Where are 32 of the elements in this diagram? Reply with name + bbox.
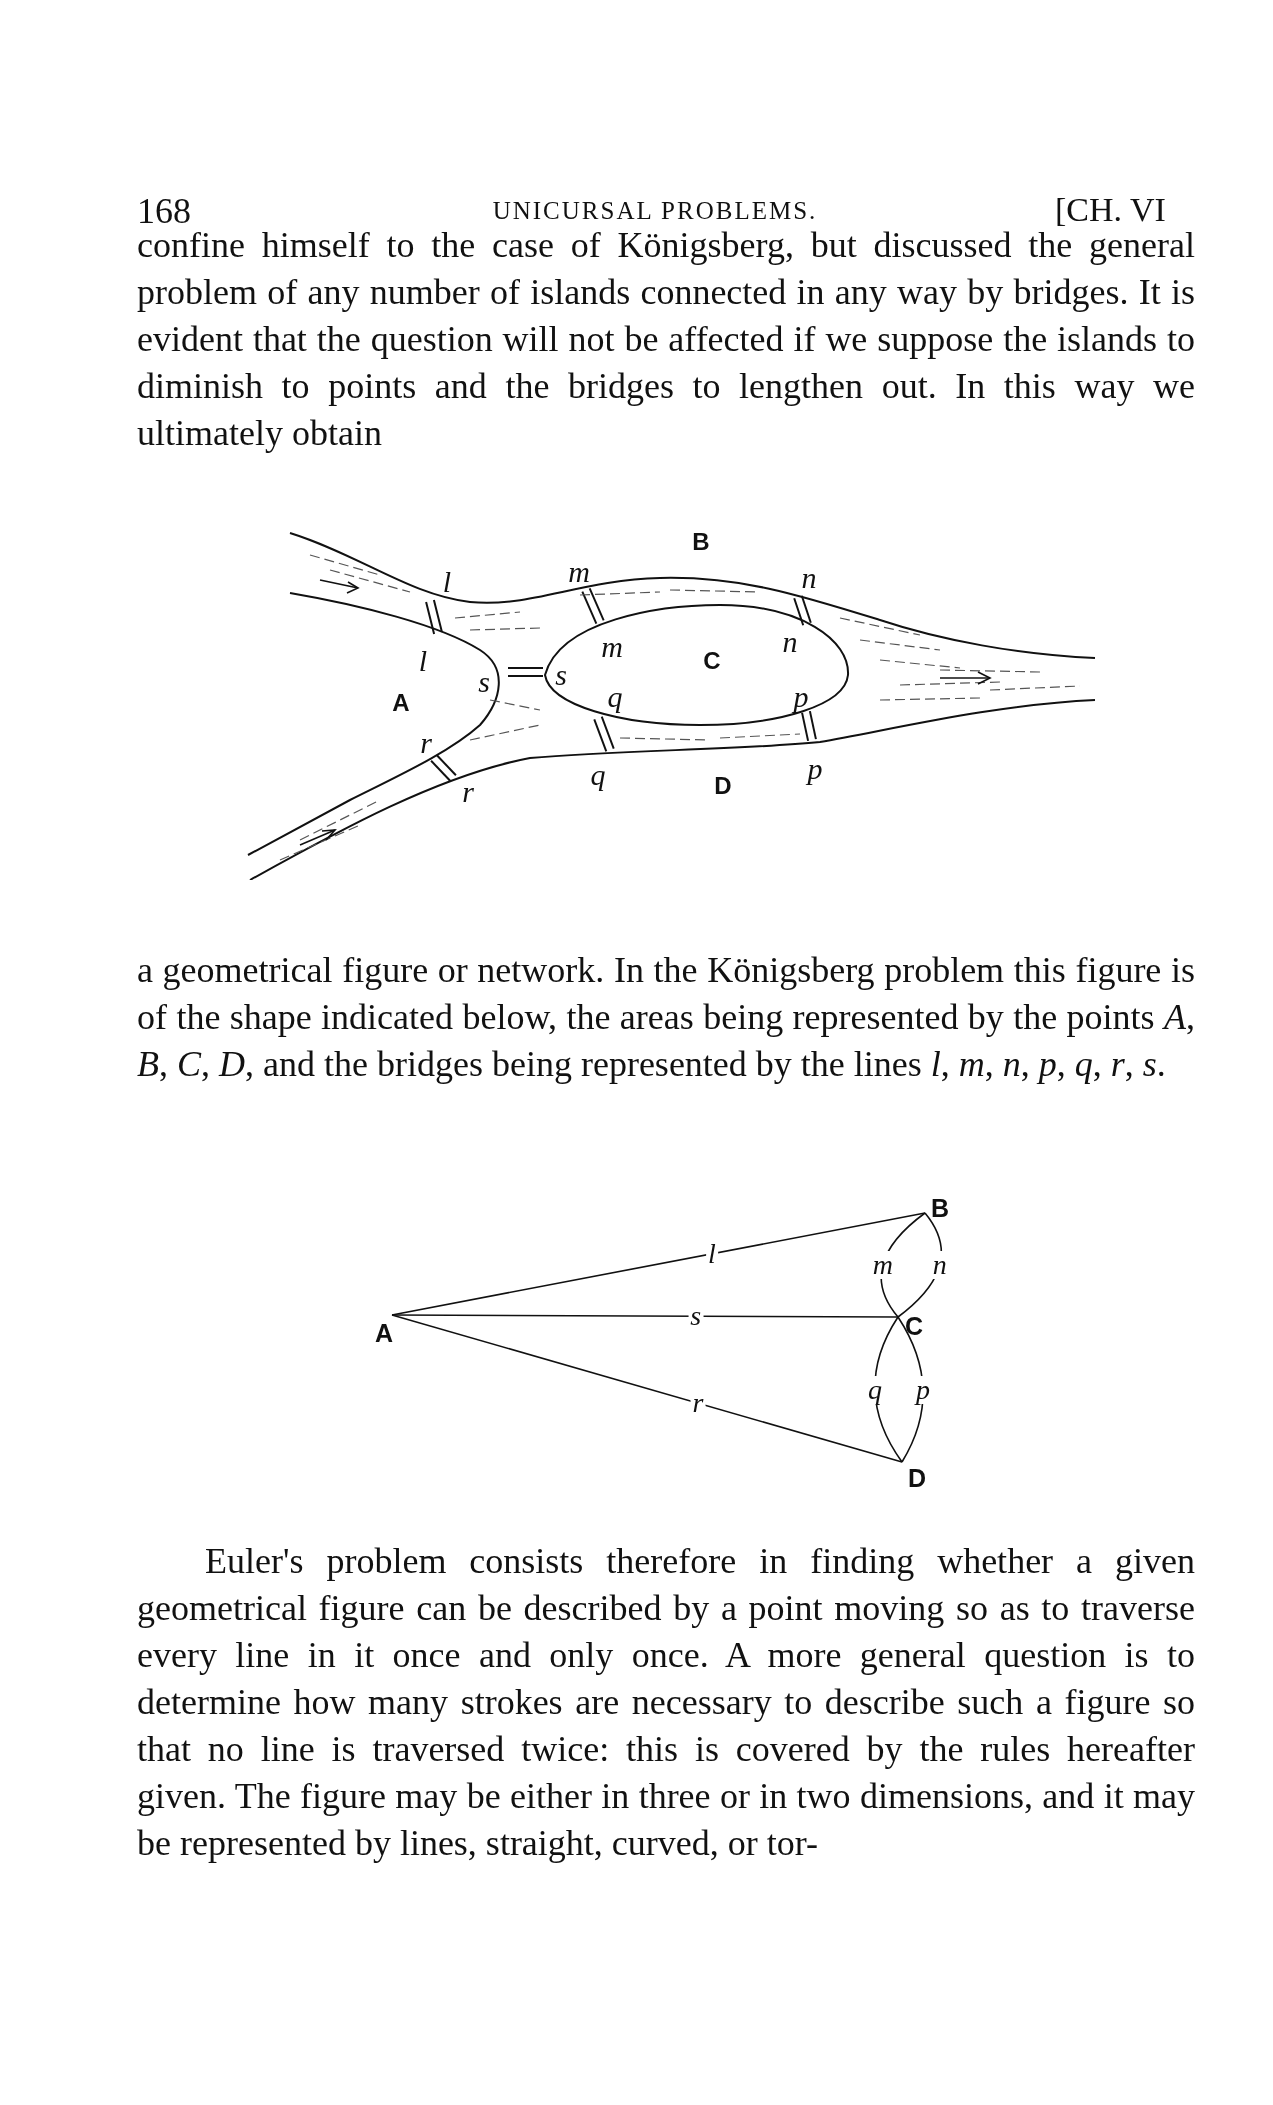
- bridge-label: q: [607, 682, 623, 712]
- bridge-label: p: [793, 682, 809, 712]
- bridge-label: l: [442, 567, 452, 597]
- bridge-label: r: [462, 777, 474, 807]
- chapter-reference: [CH. VI: [1055, 193, 1166, 227]
- bridge-label: p: [807, 754, 823, 784]
- running-head: UNICURSAL PROBLEMS.: [492, 198, 818, 223]
- vertex-label: B: [925, 1190, 955, 1226]
- graph-line: [391, 1314, 903, 1463]
- bridge-label: n: [782, 627, 798, 657]
- vertex-label: A: [370, 1315, 398, 1351]
- graph-line: [391, 1314, 899, 1318]
- bridge-label: q: [590, 760, 606, 790]
- bridge-label: n: [801, 563, 817, 593]
- vertex-label: C: [898, 1308, 930, 1344]
- paragraph: Euler's problem consists therefore in finding whether a given geometrical figure can be described by a point moving so as to traverse every line in it once and only once. A more general question is to determine how many strokes are necessary to describe such a figure so that no line is traversed twice: this is covered by the rules hereafter given. The figure may be either in three or in two dimensions, and it may be represented by lines, straight, curved, or tor-: [137, 1540, 1195, 1865]
- region-label: A: [392, 691, 410, 715]
- bridge-label: m: [601, 632, 623, 662]
- edge-label: m: [870, 1251, 895, 1279]
- bridge-label: r: [420, 728, 432, 758]
- edge-label: q: [866, 1375, 884, 1404]
- edge-label: p: [914, 1375, 932, 1404]
- bridge-label: s: [555, 660, 567, 690]
- bridge-label: l: [418, 646, 428, 676]
- edge-label: n: [930, 1251, 949, 1279]
- vertex-label: D: [902, 1460, 932, 1496]
- region-label: C: [703, 649, 721, 673]
- bridge-label: s: [478, 667, 490, 697]
- region-label: D: [714, 774, 732, 798]
- region-label: B: [692, 530, 710, 554]
- bridge-label: m: [568, 557, 590, 587]
- paragraph: a geometrical figure or network. In the Königsberg problem this figure is of the shape indicated below, the areas being represented by the points A, B, C, D, and the bridges being represented by the lines l, m, n, p, q, r, s.: [137, 949, 1195, 1086]
